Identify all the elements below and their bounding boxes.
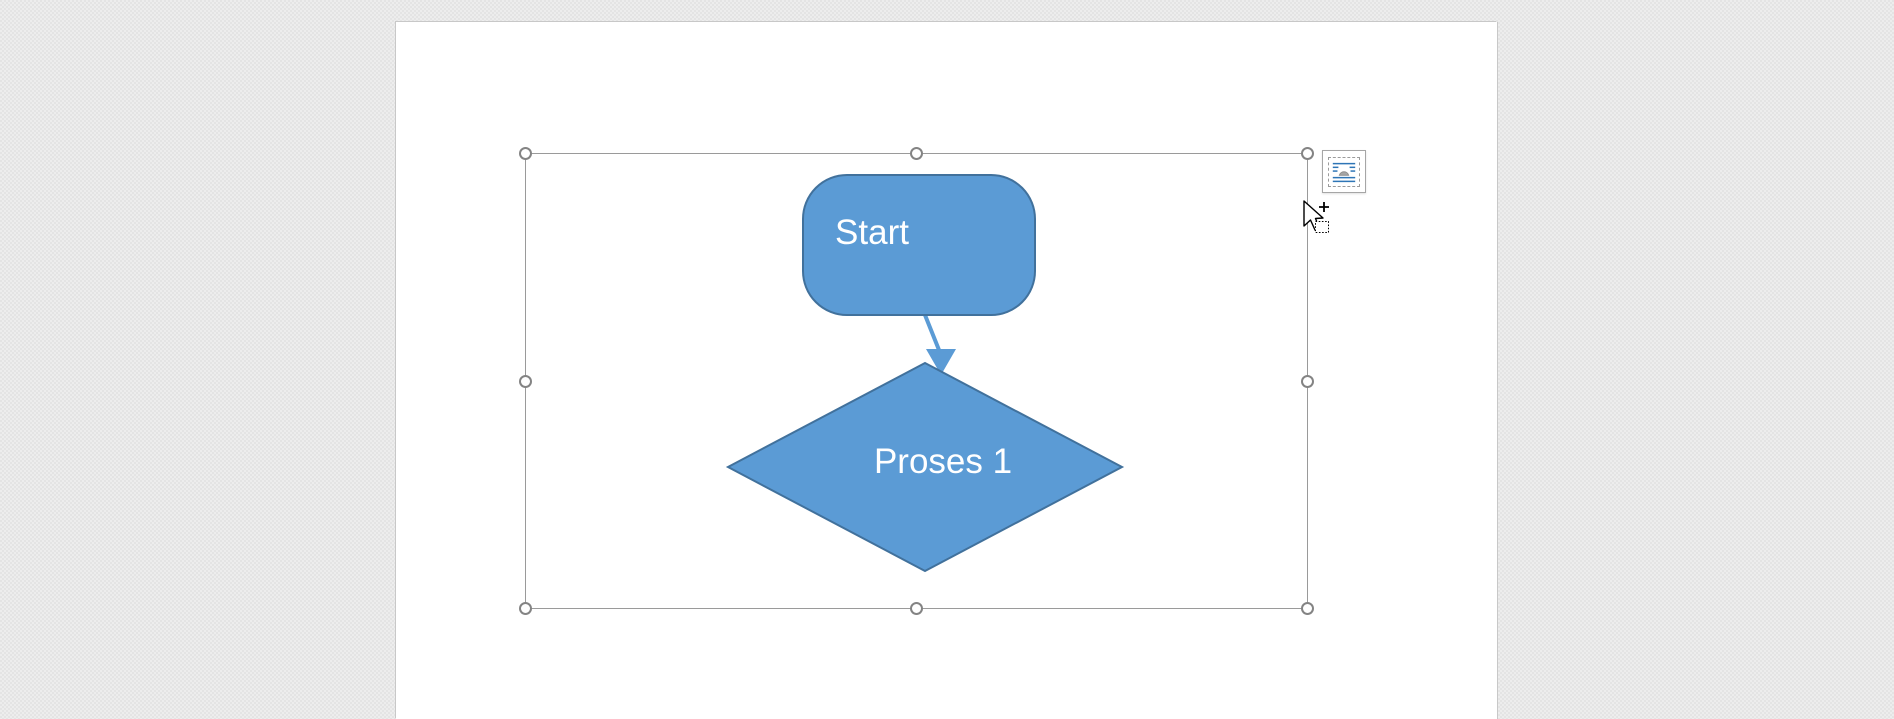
layout-options-button[interactable]	[1322, 150, 1366, 193]
handle-bottom-left[interactable]	[519, 602, 532, 615]
text-wrapping-square-icon	[1328, 156, 1360, 187]
handle-middle-left[interactable]	[519, 375, 532, 388]
handle-bottom-center[interactable]	[910, 602, 923, 615]
handle-top-center[interactable]	[910, 147, 923, 160]
handle-top-left[interactable]	[519, 147, 532, 160]
document-page[interactable]	[396, 22, 1497, 719]
handle-top-right[interactable]	[1301, 147, 1314, 160]
handle-middle-right[interactable]	[1301, 375, 1314, 388]
handle-bottom-right[interactable]	[1301, 602, 1314, 615]
